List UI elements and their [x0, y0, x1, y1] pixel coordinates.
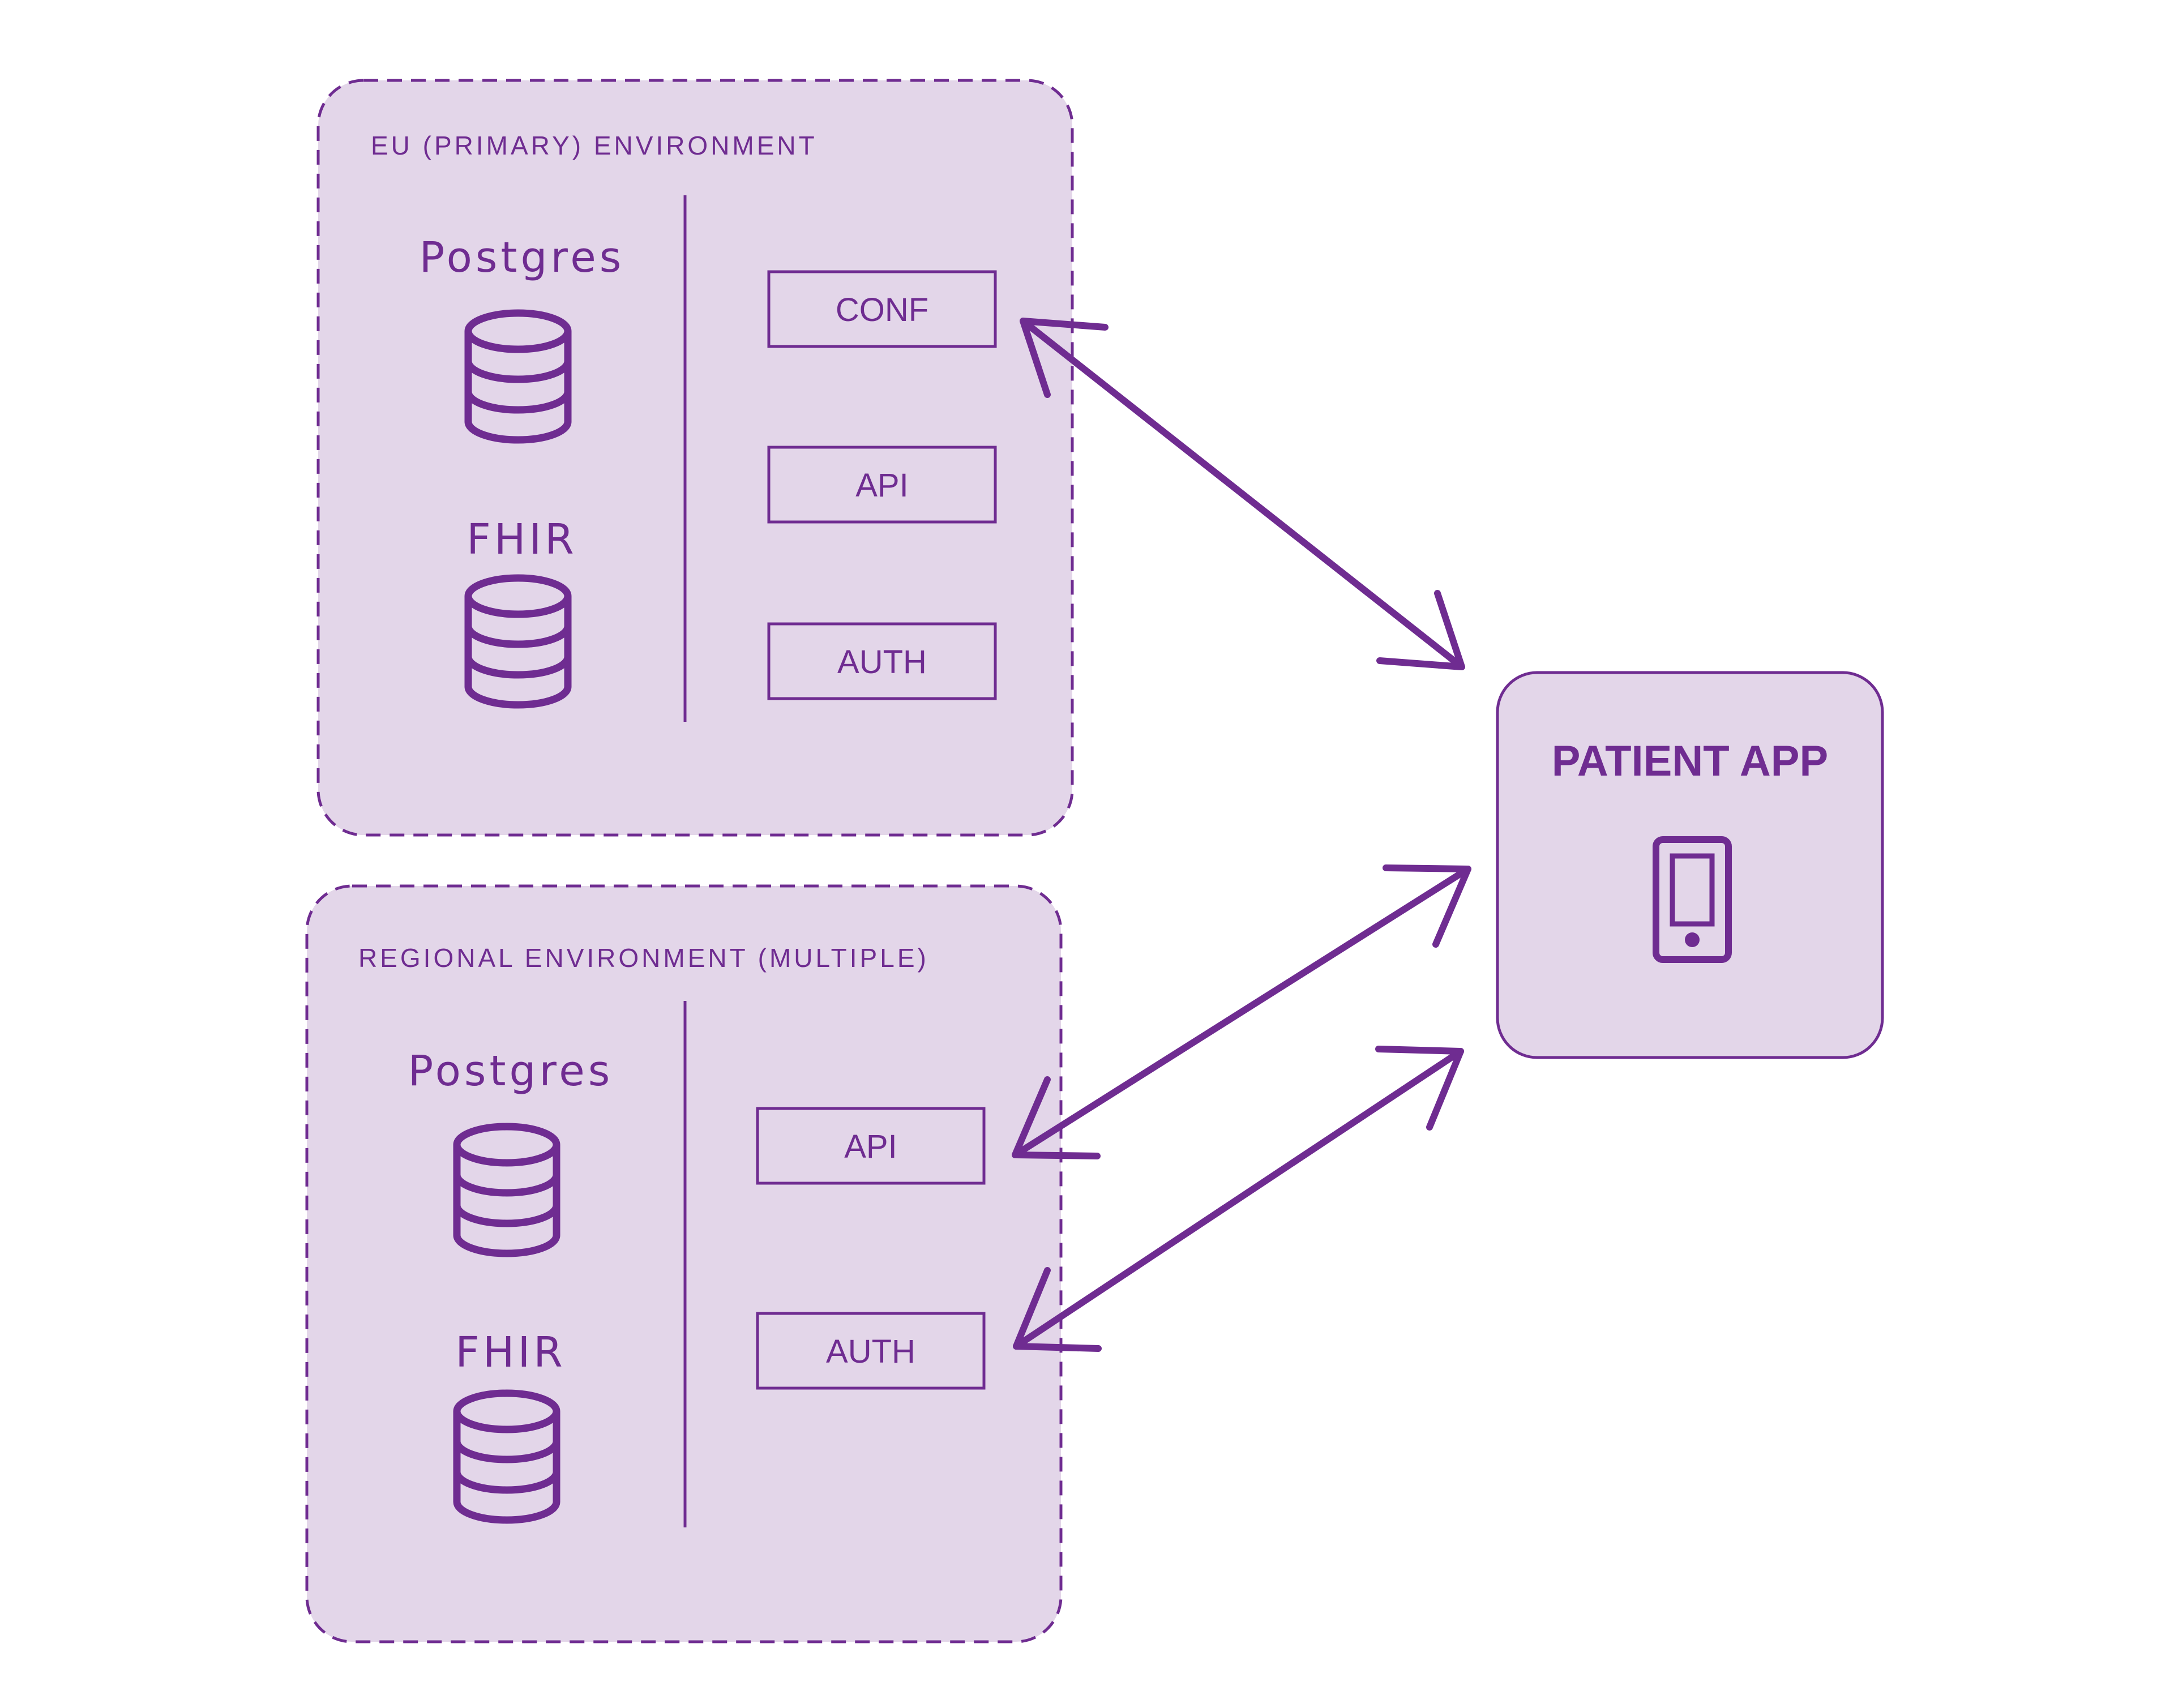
regional-api-label: API — [844, 1128, 897, 1165]
regional-postgres-label: Postgres — [408, 1047, 614, 1095]
eu-auth-label: AUTH — [837, 644, 927, 680]
smartphone-icon — [1653, 836, 1732, 963]
eu-fhir-label: FHIR — [467, 515, 577, 564]
arrow-eu-conf-patient-app — [1020, 318, 1465, 670]
patient-app-title: PATIENT APP — [1552, 737, 1828, 785]
eu-environment-box: EU (PRIMARY) ENVIRONMENT Postgres FHIR C… — [316, 79, 1074, 837]
eu-conf-label: CONF — [836, 292, 928, 328]
regional-environment-box: REGIONAL ENVIRONMENT (MULTIPLE) Postgres… — [305, 884, 1063, 1643]
regional-auth-label: AUTH — [826, 1333, 915, 1370]
arrow-regional-api-patient-app — [1012, 864, 1471, 1159]
regional-fhir-label: FHIR — [455, 1328, 566, 1377]
eu-conf-service[interactable]: CONF — [767, 270, 997, 348]
regional-environment-title: REGIONAL ENVIRONMENT (MULTIPLE) — [358, 943, 929, 973]
eu-auth-service[interactable]: AUTH — [767, 622, 997, 700]
eu-api-service[interactable]: API — [767, 446, 997, 524]
eu-environment-title: EU (PRIMARY) ENVIRONMENT — [371, 131, 818, 160]
eu-api-label: API — [855, 467, 909, 504]
eu-postgres-label: Postgres — [420, 233, 625, 282]
patient-app[interactable]: PATIENT APP — [1496, 671, 1884, 1059]
regional-api-service[interactable]: API — [756, 1107, 986, 1185]
regional-auth-service[interactable]: AUTH — [756, 1312, 986, 1390]
arrow-regional-auth-patient-app — [1013, 1046, 1464, 1352]
